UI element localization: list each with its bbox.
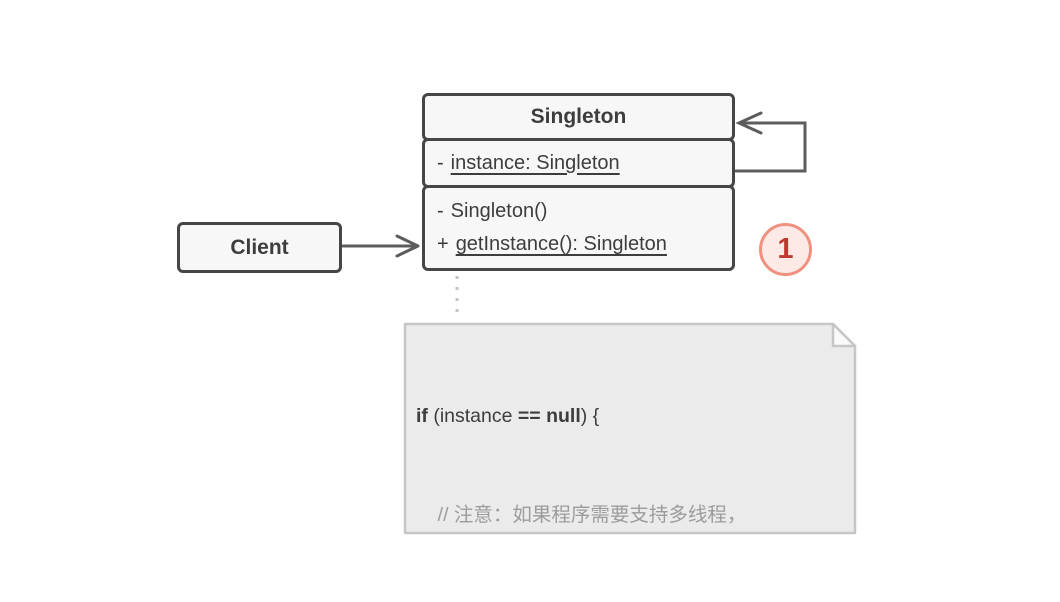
field-instance: instance: Singleton xyxy=(450,151,620,174)
pseudocode-note: if (instance == null) { // 注意：如果程序需要支持多线… xyxy=(416,334,848,602)
client-association-arrow xyxy=(341,234,420,258)
field-visibility: - xyxy=(437,151,444,174)
step-1-badge-label: 1 xyxy=(777,233,794,265)
singleton-class-box: Singleton - instance: Singleton -Singlet… xyxy=(422,93,735,271)
code-line-comment: // 注意：如果程序需要支持多线程， xyxy=(416,504,747,526)
client-class-box: Client xyxy=(177,222,342,273)
self-association-arrow xyxy=(734,111,807,173)
method-visibility: + xyxy=(437,233,449,255)
client-class-name: Client xyxy=(230,235,289,259)
method-getinstance: +getInstance(): Singleton xyxy=(437,233,667,255)
singleton-class-name: Singleton xyxy=(530,105,627,128)
method-visibility: - xyxy=(437,200,444,222)
singleton-methods-compartment: -Singleton() +getInstance(): Singleton xyxy=(422,185,735,271)
step-1-badge: 1 xyxy=(759,223,812,276)
method-constructor: -Singleton() xyxy=(437,200,548,222)
code-line-comment: // 你必须在此放置线程锁。 xyxy=(416,598,848,602)
singleton-class-title: Singleton xyxy=(422,93,735,141)
code-line: if (instance == null) { xyxy=(416,405,600,427)
singleton-fields-compartment: - instance: Singleton xyxy=(422,138,735,188)
